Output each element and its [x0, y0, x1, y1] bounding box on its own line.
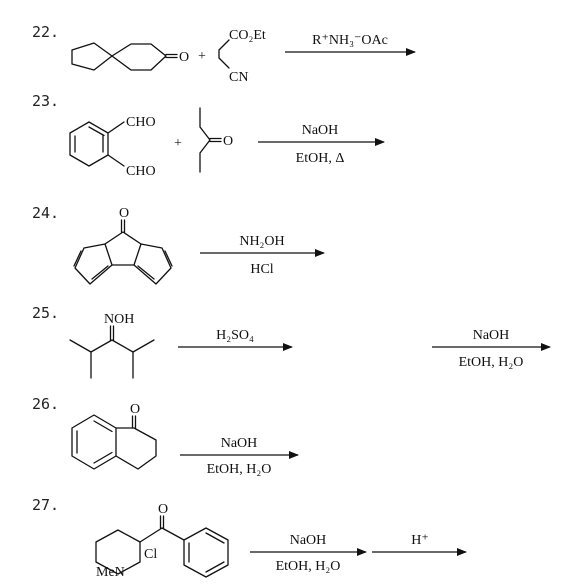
reagents-above: NaOH [302, 123, 339, 138]
problem-number: 23. [32, 92, 59, 110]
reagents-below: EtOH, H₂O [207, 462, 272, 477]
diisopropyl-skeleton [69, 339, 155, 353]
carbonyl-oxygen-label: O [119, 206, 129, 221]
reagents-below: EtOH, Δ [296, 151, 345, 166]
second-step-reagents-above: H⁺ [411, 533, 429, 548]
chloro-label: Cl [144, 547, 157, 562]
ketone-bond [139, 527, 163, 543]
problem-number: 24. [32, 204, 59, 222]
plus-sign: + [174, 136, 182, 151]
phenyl-ring [183, 527, 229, 578]
aldehyde-bottom-label: CHO [126, 164, 156, 179]
carbonyl-oxygen-label: O [158, 502, 168, 517]
problem-number: 26. [32, 395, 59, 413]
central-cyclopentanone-ring [104, 231, 142, 266]
problem-number: 27. [32, 496, 59, 514]
ring-double-bond [164, 250, 173, 267]
carbonyl-oxygen-label: O [223, 134, 233, 149]
reagents-above: H₂SO₄ [216, 328, 254, 343]
piperidine-ring [95, 529, 141, 575]
pentanone-skeleton [199, 107, 211, 173]
reagents-above: NaOH [290, 533, 327, 548]
reagents-above: NH₂OH [239, 234, 284, 249]
second-step-reagents-above: NaOH [473, 328, 510, 343]
carbonyl-oxygen-label: O [130, 402, 140, 417]
problem-22: 22. O + CO₂Et CN R⁺NH₃⁻OAc [32, 23, 416, 85]
phenyl-bond [161, 527, 185, 541]
cyanoacetate-skeleton [218, 39, 230, 69]
ring-double-bond [137, 265, 155, 280]
right-cyclopentadiene-ring [133, 243, 172, 285]
cyclopentane-ring [71, 42, 113, 71]
left-cyclopentadiene-ring [74, 243, 113, 285]
aromatic-double-bond [88, 126, 105, 137]
benzene-ring [71, 414, 117, 470]
aromatic-double-bond [93, 420, 113, 433]
reagents-above: R⁺NH₃⁻OAc [312, 33, 388, 48]
problem-24: 24. O NH₂OH HCl [32, 204, 325, 285]
reagents-below: HCl [250, 262, 273, 277]
aldehyde-top-label: CHO [126, 115, 156, 130]
problem-23: 23. CHO CHO + O NaOH EtOH, Δ [32, 92, 385, 179]
amine-label: MeN [96, 565, 125, 580]
problem-25: 25. NOH H₂SO₄ NaOH EtOH, H₂O [32, 304, 551, 379]
benzene-ring [69, 121, 109, 167]
second-step-reagents-below: EtOH, H₂O [459, 355, 524, 370]
problem-26: 26. O NaOH EtOH, H₂O [32, 395, 299, 477]
reagents-below: EtOH, H₂O [276, 559, 341, 574]
problem-number: 22. [32, 23, 59, 41]
substituent-bond [107, 154, 125, 167]
aromatic-double-bond [93, 451, 113, 464]
ester-label: CO₂Et [229, 28, 266, 43]
ring-double-bond [91, 265, 109, 280]
carbonyl-oxygen-label: O [179, 50, 189, 65]
oxime-label: NOH [104, 312, 134, 327]
substituent-bond [107, 121, 125, 134]
cyclohexane-ring [111, 43, 167, 71]
ring-double-bond [73, 250, 82, 267]
tetralone-ring [115, 427, 157, 470]
problem-27: 27. O MeN Cl NaOH EtOH, H₂O H⁺ [32, 496, 467, 580]
plus-sign: + [198, 49, 206, 64]
aromatic-double-bond [205, 561, 225, 573]
aromatic-double-bond [205, 532, 225, 544]
nitrile-label: CN [229, 70, 248, 85]
reagents-above: NaOH [221, 436, 258, 451]
problem-number: 25. [32, 304, 59, 322]
